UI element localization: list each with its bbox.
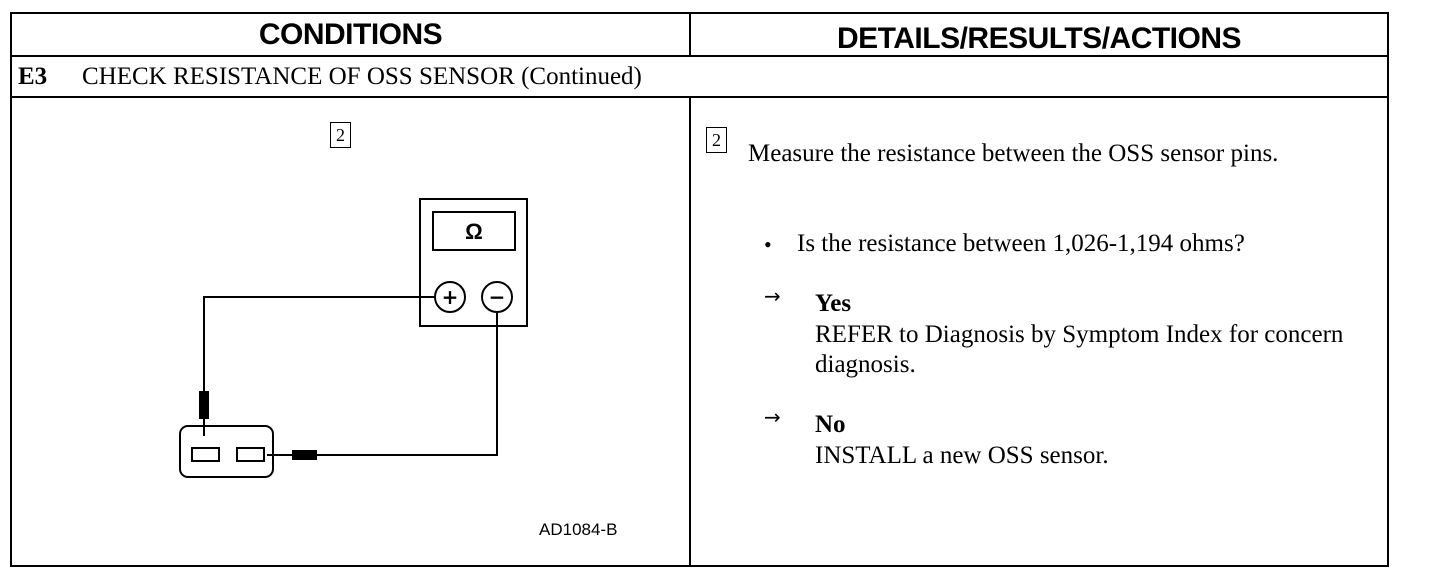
question-text: Is the resistance between 1,026-1,194 oh…: [797, 230, 1245, 257]
ohm-symbol: Ω: [465, 219, 483, 244]
no-action-text: INSTALL a new OSS sensor.: [815, 442, 1109, 469]
column-divider-body: [689, 97, 691, 565]
figure-step-number: 2: [330, 122, 351, 148]
negative-lead: [317, 312, 498, 456]
section-title: CHECK RESISTANCE OF OSS SENSOR (Continue…: [82, 63, 642, 90]
positive-symbol: +: [442, 285, 459, 309]
details-header: DETAILS/RESULTS/ACTIONS: [836, 22, 1242, 55]
diagnostic-table: CONDITIONS DETAILS/RESULTS/ACTIONS E3 CH…: [10, 12, 1389, 567]
section-id: E3: [18, 63, 48, 90]
positive-lead: [203, 296, 435, 391]
instruction-text: Measure the resistance between the OSS s…: [748, 140, 1279, 167]
sensor-pin-2: [236, 447, 265, 462]
negative-probe: [292, 450, 317, 460]
sensor-pin-1: [191, 447, 220, 462]
column-divider-top: [689, 14, 691, 56]
section-divider: [12, 96, 1387, 98]
bullet-marker: •: [764, 232, 772, 257]
yes-label: Yes: [815, 290, 852, 317]
no-arrow-icon: →: [764, 405, 781, 429]
negative-symbol: −: [489, 285, 506, 309]
positive-probe: [199, 391, 209, 419]
conditions-header: CONDITIONS: [258, 18, 443, 51]
yes-action-text: REFER to Diagnosis by Symptom Index for …: [815, 321, 1344, 378]
figure-id: AD1084-B: [539, 520, 618, 539]
details-step-number: 2: [706, 127, 727, 153]
header-divider: [12, 55, 1387, 57]
ohmmeter-diagram: Ω + −: [179, 198, 528, 478]
yes-arrow-icon: →: [764, 284, 781, 308]
no-label: No: [815, 411, 846, 438]
section-title-row: E3 CHECK RESISTANCE OF OSS SENSOR (Conti…: [18, 58, 642, 96]
oss-sensor-connector: [179, 425, 274, 478]
ohmmeter-display: [432, 211, 516, 251]
ohmmeter-body: [419, 198, 528, 327]
